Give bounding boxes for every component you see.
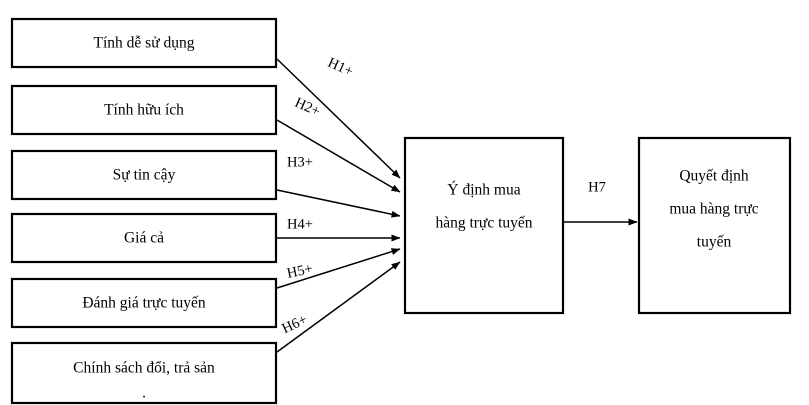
box-outline — [637, 136, 792, 315]
antecedent-box-online-reviews[interactable]: Đánh giá trực tuyến — [10, 277, 278, 329]
box-outline — [10, 149, 278, 201]
antecedent-label: Tính hữu ích — [104, 102, 184, 119]
box-outline — [10, 341, 278, 405]
outcome-label-line2: mua hàng trực — [669, 201, 758, 218]
box-outline — [10, 212, 278, 264]
antecedent-box-usefulness[interactable]: Tính hữu ích — [10, 84, 278, 136]
antecedent-label: Tính dễ sử dụng — [94, 35, 195, 52]
box-outline — [10, 84, 278, 136]
mediator-label-line2: hàng trực tuyến — [435, 215, 532, 232]
antecedent-label: Chính sách đổi, trả sản — [73, 360, 215, 377]
antecedent-box-trust[interactable]: Sự tin cậy — [10, 149, 278, 201]
path-arrow-h3 — [276, 189, 401, 218]
path-arrow-h2 — [276, 119, 401, 193]
box-outline — [403, 136, 565, 315]
outcome-label-line3: tuyến — [697, 234, 732, 251]
box-outline — [10, 17, 278, 69]
hypothesis-label-h7: H7 — [588, 179, 606, 195]
outcome-label-line1: Quyết định — [679, 168, 749, 185]
path-arrow-h6 — [276, 261, 401, 353]
outcome-box-purchase-decision[interactable]: Quyết định mua hàng trực tuyến — [637, 136, 792, 315]
hypothesis-label-h3: H3+ — [287, 154, 313, 170]
antecedent-label-clipped-line: . — [142, 385, 146, 402]
antecedent-box-price[interactable]: Giá cả — [10, 212, 278, 264]
antecedent-label: Đánh giá trực tuyến — [82, 295, 206, 312]
path-arrow-h5 — [276, 248, 401, 289]
antecedent-box-ease-of-use[interactable]: Tính dễ sử dụng — [10, 17, 278, 69]
path-arrow-h1 — [276, 58, 401, 179]
hypothesis-label-h4: H4+ — [287, 216, 313, 232]
antecedent-box-return-policy[interactable]: Chính sách đổi, trả sản . — [10, 341, 278, 405]
mediator-box-purchase-intention[interactable]: Ý định mua hàng trực tuyến — [403, 136, 565, 315]
box-outline — [10, 277, 278, 329]
hypothesis-label-h6: H6+ — [280, 312, 310, 337]
mediator-label-line1: Ý định mua — [447, 182, 520, 199]
antecedent-label: Giá cả — [124, 230, 164, 247]
hypothesis-label-h5: H5+ — [286, 261, 315, 282]
hypothesis-label-h1: H1+ — [325, 55, 355, 80]
antecedent-label: Sự tin cậy — [113, 167, 176, 184]
